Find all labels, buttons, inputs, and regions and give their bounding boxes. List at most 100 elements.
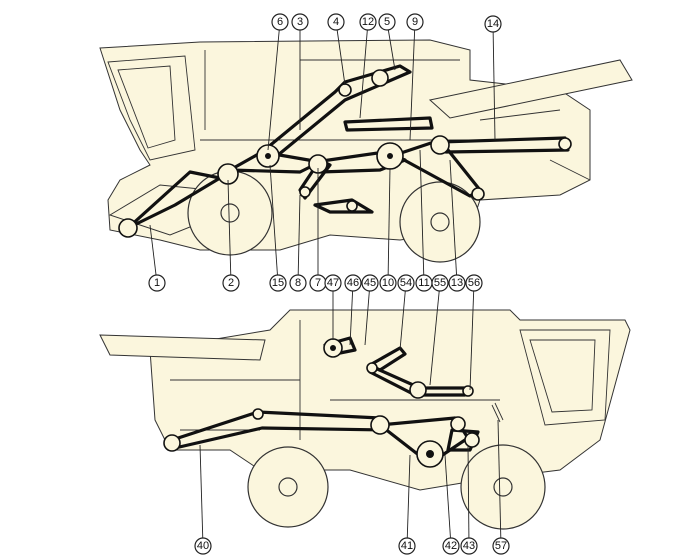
pulley-u10 <box>299 186 311 198</box>
pulley-l-hub3 <box>426 450 434 458</box>
callout-1: 1 <box>148 224 166 292</box>
callout-leader <box>419 149 425 284</box>
pulley-l-hub8 <box>330 345 336 351</box>
callout-circle <box>148 274 166 292</box>
callout-3: 3 <box>291 13 309 130</box>
lower-body-lines <box>170 320 500 440</box>
callout-number: 54 <box>400 277 412 289</box>
callout-number: 9 <box>412 16 418 28</box>
callout-42: 42 <box>442 454 460 555</box>
callout-circle <box>361 274 379 292</box>
callout-leader <box>409 21 416 141</box>
callout-leader <box>335 21 346 86</box>
callout-circle <box>271 13 289 31</box>
callout-leader <box>399 282 407 351</box>
callout-43: 43 <box>460 444 478 555</box>
callout-leader <box>269 164 279 284</box>
lower-cab-window <box>519 329 611 426</box>
callout-leader <box>297 194 301 284</box>
pulley-l6 <box>409 381 427 399</box>
upper-unload-auger <box>428 59 633 119</box>
belt-3-4 <box>260 64 412 162</box>
callout-15: 15 <box>269 164 287 292</box>
callout-number: 40 <box>197 540 209 552</box>
callout-47: 47 <box>324 274 342 340</box>
belt-12 <box>343 116 434 132</box>
callout-57: 57 <box>492 419 510 555</box>
callout-circle <box>465 274 483 292</box>
callout-circle <box>484 15 502 33</box>
callout-number: 57 <box>495 540 507 552</box>
pulley-u11 <box>471 187 485 201</box>
callout-6: 6 <box>267 13 289 151</box>
pulley-l5 <box>464 432 480 448</box>
callout-circle <box>379 274 397 292</box>
callout-circle <box>406 13 424 31</box>
callout-circle <box>378 13 396 31</box>
callout-number: 47 <box>327 277 339 289</box>
callout-leader <box>444 454 452 547</box>
pulley-u1 <box>118 218 138 238</box>
callout-number: 8 <box>295 277 301 289</box>
lower-unload-auger <box>99 334 266 361</box>
callout-11: 11 <box>415 149 433 292</box>
callout-circle <box>269 274 287 292</box>
callout-number: 7 <box>315 277 321 289</box>
callout-55: 55 <box>429 274 449 386</box>
callout-circle <box>397 274 415 292</box>
callout-circle <box>398 537 416 555</box>
callout-46: 46 <box>344 274 362 346</box>
callout-5: 5 <box>378 13 396 71</box>
callout-number: 2 <box>228 277 234 289</box>
upper-body-lines <box>149 50 591 211</box>
callout-number: 13 <box>451 277 463 289</box>
pulley-l1 <box>163 434 181 452</box>
callout-41: 41 <box>398 454 416 555</box>
callout-leader <box>497 419 502 547</box>
lower-front-wheel-hub <box>493 477 513 497</box>
callout-leader <box>406 454 411 547</box>
callout-2: 2 <box>222 179 240 292</box>
pulley-u9 <box>558 137 572 151</box>
pulley-l10 <box>252 408 264 420</box>
callout-circle <box>194 537 212 555</box>
pulley-u-hub5 <box>387 153 393 159</box>
callout-12: 12 <box>359 13 377 119</box>
callout-number: 3 <box>297 16 303 28</box>
callout-circle <box>222 274 240 292</box>
callout-circle <box>359 13 377 31</box>
callout-circle <box>344 274 362 292</box>
callout-leader <box>469 282 475 391</box>
callout-circle <box>460 537 478 555</box>
callout-14: 14 <box>484 15 502 141</box>
callout-circle <box>327 13 345 31</box>
callout-number: 6 <box>277 16 283 28</box>
pulley-u12 <box>346 200 358 212</box>
belt-43 <box>446 428 480 452</box>
callout-leader <box>349 282 354 346</box>
tensioner-spring <box>491 402 504 423</box>
callout-number: 45 <box>364 277 376 289</box>
pulley-l7 <box>462 385 474 397</box>
lower-combine <box>99 309 631 530</box>
callout-number: 1 <box>154 277 160 289</box>
callout-number: 10 <box>382 277 394 289</box>
callout-number: 11 <box>418 277 429 289</box>
lower-rear-wheel-hub <box>278 477 298 497</box>
callout-number: 55 <box>434 277 446 289</box>
callout-number: 56 <box>468 277 480 289</box>
callout-leader <box>449 159 458 284</box>
callout-number: 15 <box>272 277 284 289</box>
pulley-u8 <box>338 83 352 97</box>
callout-4: 4 <box>327 13 346 86</box>
lower-cab-frame <box>529 339 596 413</box>
callout-leader <box>149 224 158 284</box>
upper-combine <box>99 39 633 263</box>
pulley-l9 <box>366 362 378 374</box>
pulley-u-hub3 <box>265 153 271 159</box>
upper-cab-window <box>107 55 196 161</box>
pulley-l4 <box>450 416 466 432</box>
callout-circle <box>289 274 307 292</box>
